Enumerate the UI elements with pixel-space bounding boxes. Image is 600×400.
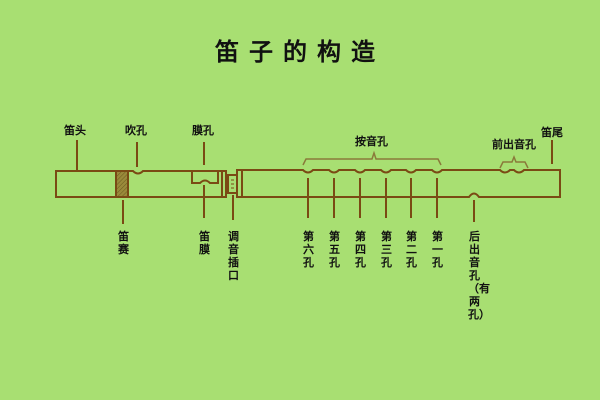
- label-membrane: 笛膜: [199, 230, 210, 256]
- label-rear-out-holes: 后出音孔（有两孔）: [468, 230, 490, 321]
- label-hole-2: 第二孔: [406, 230, 417, 269]
- label-hole-1: 第一孔: [432, 230, 443, 269]
- label-plug: 笛赛: [118, 230, 129, 256]
- label-tail: 笛尾: [541, 126, 563, 139]
- flute-body-section: [236, 169, 561, 198]
- front-out-bracket: [499, 154, 529, 169]
- flute-head-section: [55, 170, 227, 198]
- label-tuning-joint: 调音插口: [228, 230, 239, 282]
- finger-holes-bracket: [302, 150, 442, 166]
- label-hole-3: 第三孔: [381, 230, 392, 269]
- label-blow-hole: 吹孔: [125, 124, 147, 137]
- label-hole-6: 第六孔: [303, 230, 314, 269]
- label-membrane-hole: 膜孔: [192, 124, 214, 137]
- diagram-title: 笛子的构造: [215, 38, 385, 66]
- label-hole-4: 第四孔: [355, 230, 366, 269]
- label-front-out-holes: 前出音孔: [492, 138, 536, 151]
- label-hole-5: 第五孔: [329, 230, 340, 269]
- label-finger-holes: 按音孔: [355, 135, 388, 148]
- plug-block: [115, 170, 129, 198]
- label-head: 笛头: [64, 124, 86, 137]
